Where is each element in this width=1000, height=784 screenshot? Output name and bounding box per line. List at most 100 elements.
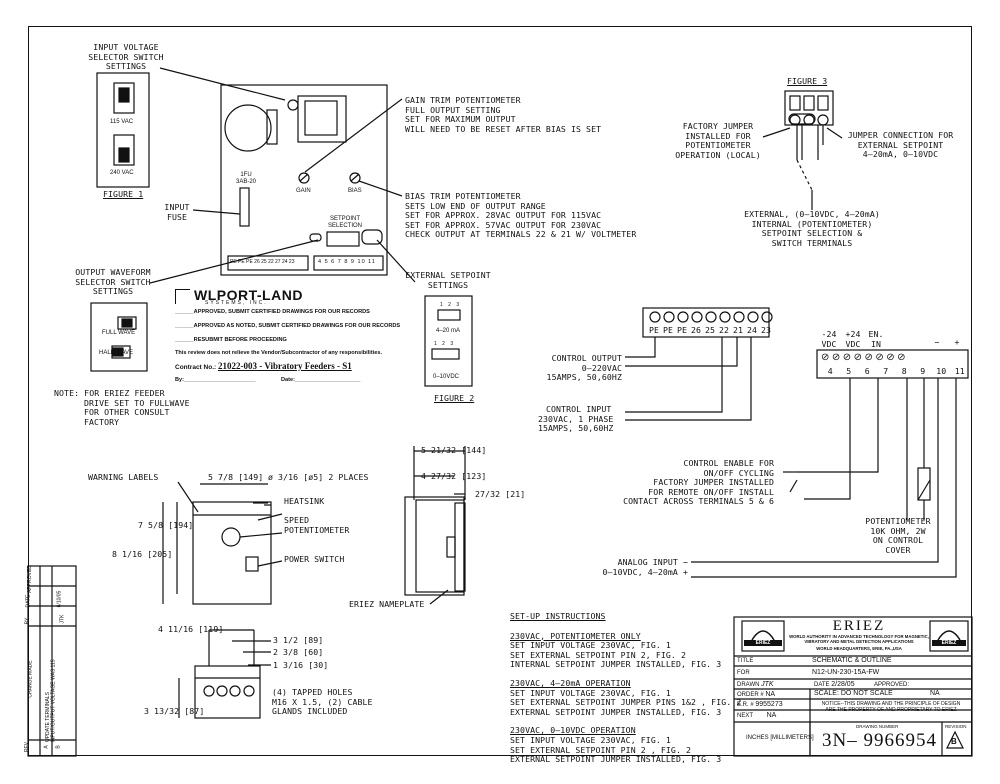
- control-enable-line: FACTORY JUMPER INSTALLED: [653, 477, 774, 488]
- setup-line: SET EXTERNAL SETPOINT JUMPER PINS 1&2 , …: [510, 697, 742, 708]
- gain-trim-callout: GAIN TRIM POTENTIOMETER FULL OUTPUT SETT…: [405, 95, 602, 134]
- fig3-right-line: 4–20mA, 0–10VDC: [862, 149, 939, 160]
- full-wave-label: FULL WAVE: [102, 330, 136, 336]
- drawn-field: DRAWN JTK: [737, 681, 774, 690]
- bias-trim-line: SET FOR APPROX. 57VAC OUTPUT FOR 230VAC: [405, 219, 602, 230]
- bias-trim-line: BIAS TRIM POTENTIOMETER: [405, 191, 521, 201]
- input-fuse-callout: INPUT FUSE: [160, 202, 194, 222]
- title-value: SCHEMATIC & OUTLINE: [812, 657, 892, 664]
- terminal-top-label: -24 VDC: [821, 329, 837, 349]
- setup-line: EXTERNAL SETPOINT JUMPER INSTALLED, FIG.…: [510, 754, 722, 765]
- control-enable-label: CONTROL ENABLE FOR ON/OFF CYCLING FACTOR…: [614, 458, 774, 507]
- setup-line: 230VAC, POTENTIOMETER ONLY: [510, 630, 641, 641]
- height-dim-194: 7 5/8 [194]: [138, 520, 194, 530]
- drawn-value: JTK: [761, 681, 774, 688]
- title-label: TITLE: [737, 658, 754, 664]
- terminal-label: PE: [676, 325, 688, 335]
- depth-dim-123: 4 27/32 [123]: [421, 471, 487, 481]
- setup-line: SET INPUT VOLTAGE 230VAC, FIG. 1: [510, 734, 671, 745]
- for-value: N12-UN-230-15A-FW: [812, 669, 880, 676]
- fig3-bottom-line: SETPOINT SELECTION &: [761, 228, 863, 239]
- bottom-dim-87: 3 13/32 [87]: [144, 706, 205, 716]
- setup-line: INTERNAL SETPOINT JUMPER INSTALLED, FIG.…: [510, 659, 722, 670]
- stamp-item-text: RESUBMIT BEFORE PROCEEDING: [193, 337, 287, 343]
- speed-pot-callout: SPEED POTENTIOMETER: [284, 515, 350, 535]
- terminal-label: 5: [846, 366, 852, 376]
- feeder-note: NOTE: FOR ERIEZ FEEDER DRIVE SET TO FULL…: [54, 388, 190, 427]
- stamp-contract-value: 21022-003 - Vibratory Feeders - S1: [217, 361, 352, 371]
- heatsink-callout: HEATSINK: [284, 496, 325, 506]
- terminal-label: 7: [883, 366, 889, 376]
- revision-block: REV CHANGE MADE BY DATE APPROVED A UPDAT…: [24, 565, 76, 756]
- stamp-logo: WLPORT-LAND: [194, 287, 303, 303]
- fig2-4-20ma: 4–20 mA: [436, 328, 461, 334]
- order-label: ORDER #: [737, 692, 764, 698]
- nameplate-callout: ERIEZ NAMEPLATE: [349, 599, 425, 609]
- stamp-item: ______APPROVED, SUBMIT CERTIFIED DRAWING…: [175, 309, 370, 315]
- fig1-title: FIGURE 1: [103, 189, 144, 199]
- waveform-callout-line: OUTPUT WAVEFORM: [75, 267, 151, 277]
- terminal-label: 9: [920, 366, 926, 376]
- units-label: INCHES [MILLIMETERS]: [746, 735, 814, 741]
- fig3-bottom-line: INTERNAL (POTENTIOMETER): [751, 218, 873, 229]
- revision-label: REVISION: [945, 724, 967, 729]
- speed-pot-line: POTENTIOMETER: [284, 524, 350, 535]
- control-output-line: 15AMPS, 50,60HZ: [546, 372, 622, 383]
- terminal-label: 25: [704, 325, 716, 335]
- stamp-date-label: Date:: [281, 377, 295, 383]
- gain-trim-line: WILL NEED TO BE RESET AFTER BIAS IS SET: [405, 123, 602, 134]
- stamp-item-text: APPROVED AS NOTED, SUBMIT CERTIFIED DRAW…: [193, 323, 401, 329]
- control-input-line: CONTROL INPUT: [546, 404, 612, 414]
- stamp-by: By:_______________________: [175, 377, 256, 383]
- fig2-title: FIGURE 2: [434, 393, 475, 403]
- terminal-top-label: −: [934, 337, 940, 347]
- fig3-left-line: POTENTIOMETER: [685, 140, 751, 151]
- setup-instructions: SET-UP INSTRUCTIONS 230VAC, POTENTIOMETE…: [510, 611, 742, 765]
- company-tagline: WORLD AUTHORITY IN ADVANCED TECHNOLOGY F…: [786, 634, 932, 651]
- fig3-left-callout: FACTORY JUMPER INSTALLED FOR POTENTIOMET…: [670, 121, 766, 160]
- setup-line: EXTERNAL SETPOINT JUMPER INSTALLED, FIG.…: [510, 706, 722, 717]
- terminal-top-label: EN. IN: [868, 329, 884, 349]
- fig3-right-line: JUMPER CONNECTION FOR: [847, 130, 954, 140]
- bias-trim-line: SETS LOW END OF OUTPUT RANGE: [405, 200, 546, 211]
- potentiometer-line: POTENTIOMETER: [865, 516, 931, 526]
- analog-input-label: ANALOG INPUT − 0–10VDC, 4–20mA +: [578, 557, 688, 577]
- rev-header: REV: [24, 741, 31, 753]
- potentiometer-label: POTENTIOMETER 10K OHM, 2W ON CONTROL COV…: [856, 516, 940, 555]
- stamp-contract-label: Contract No.:: [175, 364, 217, 371]
- setup-line: SET INPUT VOLTAGE 230VAC, FIG. 1: [510, 640, 671, 651]
- setup-line: 230VAC, 0–10VDC OPERATION: [510, 725, 636, 736]
- setpoint-selection-bottom: SELECTION: [327, 223, 362, 229]
- depth-dim-144: 5 21/32 [144]: [421, 445, 487, 455]
- fig1-callout-line: SELECTOR SWITCH: [88, 51, 164, 62]
- drawing-number: 3N– 9966954: [822, 730, 937, 751]
- tagline-line: WORLD AUTHORITY IN ADVANCED TECHNOLOGY F…: [789, 634, 929, 639]
- waveform-callout: OUTPUT WAVEFORM SELECTOR SWITCH SETTINGS: [65, 267, 161, 297]
- gain-trim-line: FULL OUTPUT SETTING: [405, 104, 501, 115]
- feeder-note-line: DRIVE SET TO FULLWAVE: [84, 397, 190, 408]
- fig3-right-line: EXTERNAL SETPOINT: [857, 139, 944, 150]
- next-field: NEXT NA: [737, 712, 776, 721]
- terminal-label: 21: [732, 325, 744, 335]
- fuse-label-bottom: 3AB-20: [235, 179, 256, 185]
- date-label: DATE: [814, 682, 830, 688]
- stamp-item: ______RESUBMIT BEFORE PROCEEDING: [175, 337, 287, 343]
- approved-label: APPROVED:: [874, 682, 910, 688]
- ext-setpoint-line: EXTERNAL SETPOINT: [405, 270, 491, 280]
- fig3-left-line: OPERATION (LOCAL): [675, 149, 761, 160]
- terminal-label: 23: [760, 325, 772, 335]
- date-field: DATE 2/28/05: [814, 681, 855, 690]
- board-left-terminal-labels: PE PE PE 26 25 22 27 24 23: [230, 259, 295, 265]
- terminal-label: 8: [901, 366, 907, 376]
- stamp-by-label: By:: [175, 377, 185, 383]
- er-field: E.R. # 9955273: [737, 701, 783, 710]
- terminal-top-label: +24 VDC: [845, 329, 861, 349]
- holes-callout: ø 3/16 [ø5] 2 PLACES: [268, 472, 369, 482]
- scale-na: NA: [930, 690, 940, 697]
- terminal-top-label: +: [954, 337, 960, 347]
- setpoint-selection-label: SETPOINT SELECTION: [322, 216, 368, 230]
- tapped-holes-line: M16 X 1.5, (2) CABLE: [272, 696, 373, 707]
- stamp-item: ______APPROVED AS NOTED, SUBMIT CERTIFIE…: [175, 323, 401, 329]
